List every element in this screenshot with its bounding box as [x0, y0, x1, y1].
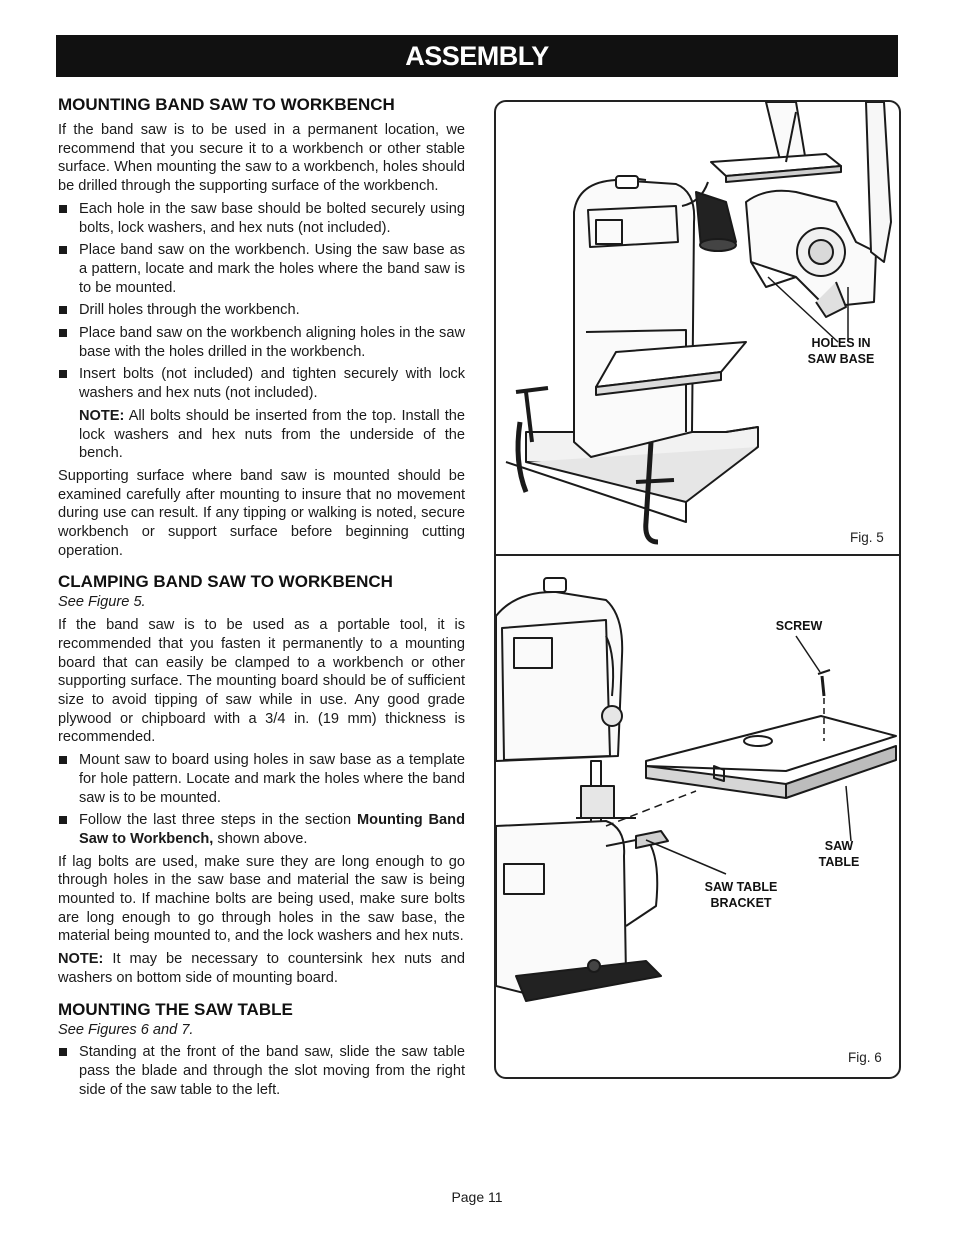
figure-5: HOLES IN SAW BASE Fig. 5	[494, 100, 901, 556]
screw-label: SCREW	[775, 619, 823, 633]
paragraph: If the band saw is to be used as a porta…	[58, 617, 465, 746]
square-bullet-icon	[59, 816, 67, 825]
note: NOTE: All bolts should be inserted from …	[79, 407, 465, 462]
figure-6: SCREW SAW TABLE SAW TABLE BRACKET Fig. 6	[494, 554, 901, 1079]
square-bullet-icon	[59, 756, 67, 765]
figure-caption: Fig. 5	[850, 530, 884, 545]
saw-table-label: SAW TABLE	[818, 839, 860, 869]
square-bullet-icon	[59, 204, 67, 213]
square-bullet-icon	[59, 370, 67, 379]
list-item: Drill holes through the workbench.	[58, 301, 465, 320]
section-heading: MOUNTING THE SAW TABLE	[58, 999, 293, 1019]
text-column: MOUNTING BAND SAW TO WORKBENCH If the ba…	[58, 95, 465, 1103]
figure-caption: Fig. 6	[848, 1050, 882, 1065]
page-number: Page 11	[451, 1189, 503, 1205]
list-item: Standing at the front of the band saw, s…	[58, 1043, 465, 1099]
section-heading: MOUNTING BAND SAW TO WORKBENCH	[58, 95, 395, 114]
paragraph: If lag bolts are used, make sure they ar…	[58, 853, 465, 945]
bullet-list: Standing at the front of the band saw, s…	[58, 1043, 465, 1099]
square-bullet-icon	[59, 329, 67, 338]
list-item: Insert bolts (not included) and tighten …	[58, 365, 465, 402]
bullet-list: Each hole in the saw base should be bolt…	[58, 200, 465, 403]
figure-reference: See Figure 5.	[58, 594, 146, 611]
list-item: Mount saw to board using holes in saw ba…	[58, 751, 465, 807]
saw-table-bracket-label: SAW TABLE BRACKET	[704, 880, 778, 910]
section-heading: CLAMPING BAND SAW TO WORKBENCH	[58, 572, 393, 592]
band-saw-clamped-illustration	[505, 102, 892, 545]
paragraph: Supporting surface where band saw is mou…	[58, 467, 465, 559]
figure-reference: See Figures 6 and 7.	[58, 1021, 194, 1038]
list-item: Place band saw on the workbench aligning…	[58, 324, 465, 361]
holes-in-saw-base-label: HOLES IN SAW BASE	[807, 336, 875, 366]
list-item: Each hole in the saw base should be bolt…	[58, 200, 465, 237]
saw-table-mounting-illustration	[496, 577, 897, 1002]
square-bullet-icon	[59, 246, 67, 255]
square-bullet-icon	[59, 306, 67, 315]
note: NOTE: It may be necessary to countersink…	[58, 951, 465, 986]
page-title: ASSEMBLY	[56, 35, 898, 77]
list-item: Place band saw on the workbench. Using t…	[58, 241, 465, 297]
paragraph: If the band saw is to be used in a perma…	[58, 122, 465, 195]
bullet-list: Mount saw to board using holes in saw ba…	[58, 751, 465, 849]
square-bullet-icon	[59, 1048, 67, 1057]
list-item: Follow the last three steps in the secti…	[58, 811, 465, 848]
